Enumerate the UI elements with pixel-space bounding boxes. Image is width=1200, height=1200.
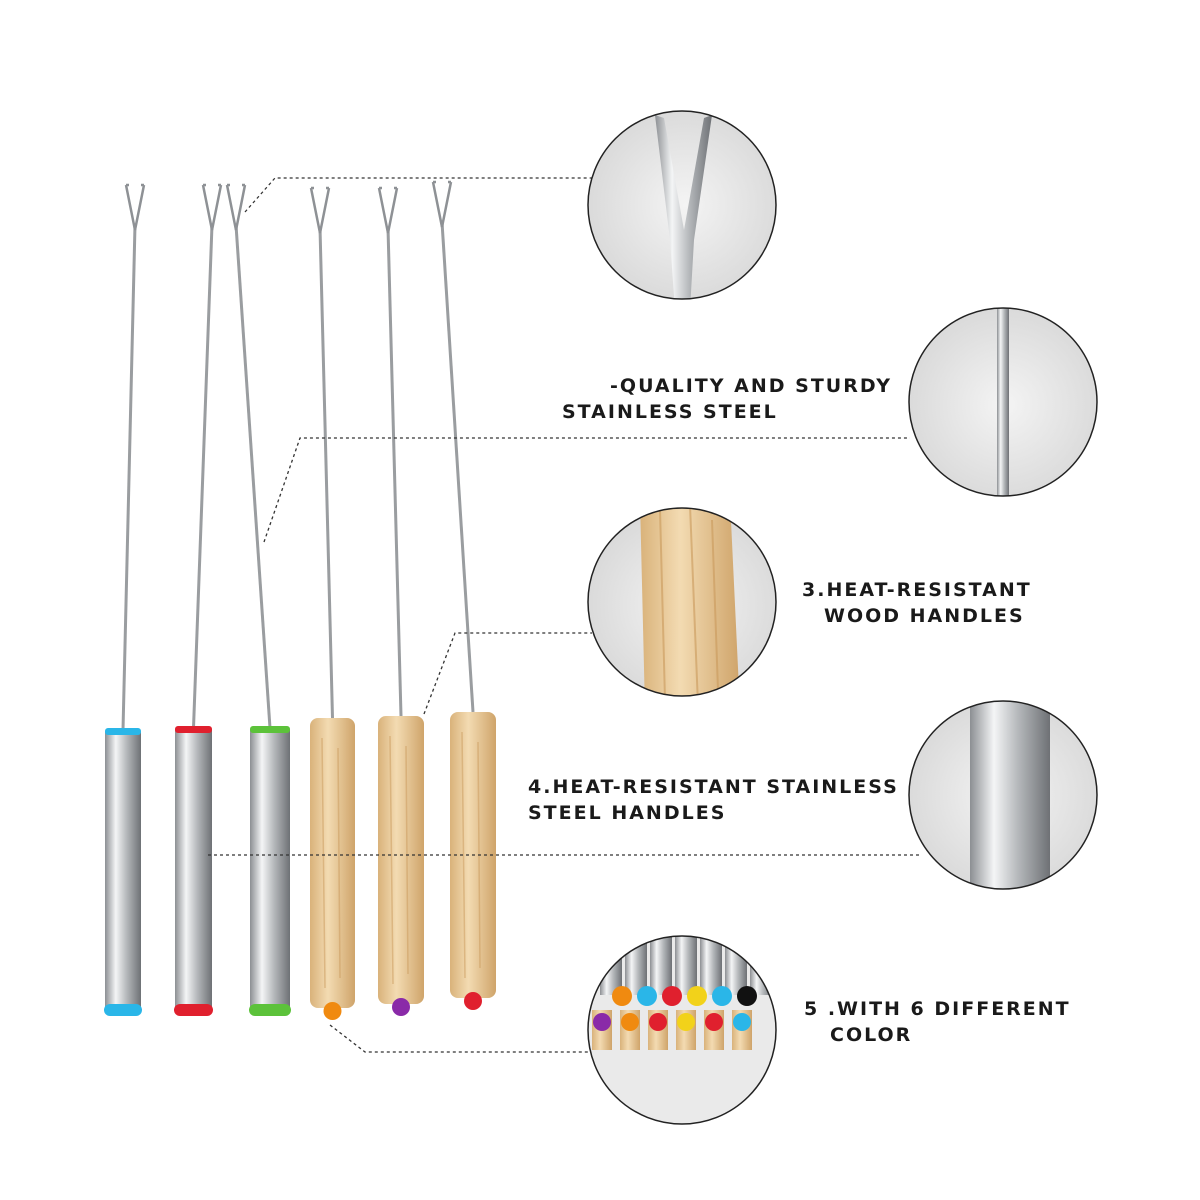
feature-4-line1: 4.HEAT-RESISTANT STAINLESS: [528, 776, 899, 798]
detail-circle-fork-tip: [587, 110, 777, 300]
leader-line-shaft: [263, 437, 910, 543]
top-ring: [105, 728, 141, 735]
leader-line-fork-tip: [244, 177, 592, 213]
fork-prongs: [431, 180, 453, 228]
detail-circle-steel-handle: [908, 700, 1098, 890]
fork-prongs: [377, 186, 399, 234]
fork-1: [104, 183, 146, 1016]
fork-6: [431, 180, 496, 1010]
steel-handle: [105, 730, 141, 1012]
cap-closeup: [687, 986, 707, 1006]
feature-1-line2: STAINLESS STEEL: [562, 401, 778, 423]
handle-closeup: [750, 936, 772, 995]
cap-closeup: [662, 986, 682, 1006]
handle-closeup: [625, 936, 647, 995]
end-cap: [174, 1004, 213, 1016]
fork-shaft: [121, 224, 137, 731]
cap-closeup: [637, 986, 657, 1006]
fork-shaft: [234, 224, 272, 729]
cap-closeup: [593, 1013, 611, 1031]
feature-3-line2: WOOD HANDLES: [824, 605, 1025, 627]
feature-3-line1: 3.HEAT-RESISTANT: [802, 579, 1032, 601]
handle-closeup: [675, 936, 697, 995]
fork-set: [104, 180, 496, 1020]
handle-closeup: [600, 936, 622, 995]
cap-closeup: [612, 986, 632, 1006]
fork-shaft: [440, 221, 475, 713]
wood-grain: [321, 737, 341, 989]
end-cap: [323, 1002, 342, 1020]
cap-closeup: [733, 1013, 751, 1031]
detail-circle-colored-caps: [587, 935, 777, 1125]
handle-closeup: [650, 936, 672, 995]
feature-5-line2: COLOR: [830, 1024, 912, 1046]
fork-shaft: [386, 227, 403, 717]
leader-line-wood: [423, 632, 592, 715]
fork-prongs: [201, 183, 223, 231]
end-cap: [392, 998, 410, 1016]
cap-closeup: [649, 1013, 667, 1031]
end-cap: [464, 992, 482, 1010]
detail-circle-wood: [587, 507, 777, 697]
end-cap: [104, 1004, 142, 1016]
fork-5: [377, 186, 424, 1016]
fork-shaft: [192, 224, 214, 729]
cap-closeup: [712, 986, 732, 1006]
fork-2: [174, 183, 223, 1016]
cap-closeup: [621, 1013, 639, 1031]
fork-shaft: [318, 227, 334, 719]
fork-prongs: [124, 183, 146, 231]
feature-4-line2: STEEL HANDLES: [528, 802, 726, 824]
steel-handle: [175, 728, 212, 1012]
handle-closeup: [700, 936, 722, 995]
detail-circle-shaft: [908, 307, 1098, 497]
handle-closeup: [725, 936, 747, 995]
leader-line-caps: [329, 1024, 592, 1053]
top-ring: [250, 726, 290, 733]
end-cap: [249, 1004, 291, 1016]
steel-handle: [250, 728, 290, 1012]
feature-5-line1: 5 .WITH 6 DIFFERENT: [804, 998, 1071, 1020]
fork-prongs: [225, 183, 247, 231]
top-ring: [175, 726, 212, 733]
cap-closeup: [677, 1013, 695, 1031]
fork-prongs: [309, 186, 331, 234]
cap-closeup: [737, 986, 757, 1006]
feature-1-line1: -QUALITY AND STURDY: [610, 375, 892, 397]
wood-handle: [378, 716, 424, 1004]
fork-3: [225, 183, 291, 1016]
cap-closeup: [705, 1013, 723, 1031]
fork-4: [309, 186, 355, 1020]
wood-handle: [310, 718, 355, 1008]
wood-grain: [389, 735, 409, 985]
